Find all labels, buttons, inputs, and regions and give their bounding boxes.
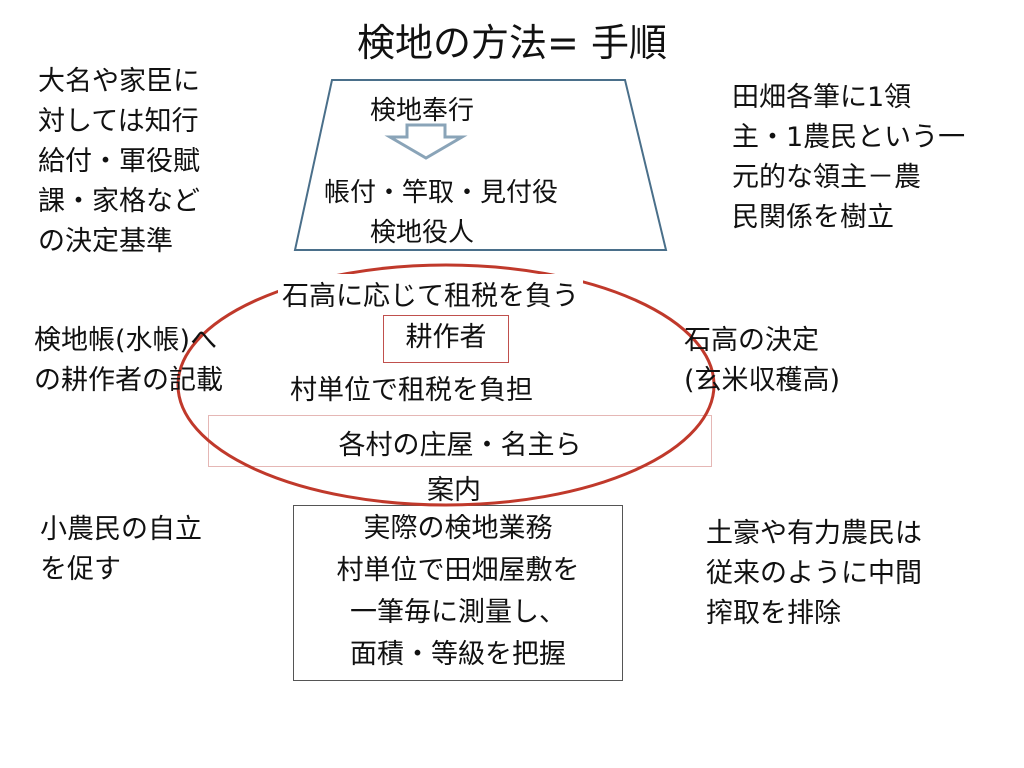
- right-mid-line: 石高の決定: [684, 325, 819, 356]
- farmer-box: 耕作者: [383, 315, 509, 363]
- magistrate-label: 検地奉行: [370, 96, 475, 126]
- farmer-ellipse: [176, 263, 716, 507]
- left-top-line: 対しては知行: [38, 106, 199, 137]
- left-bottom-line: 小農民の自立: [40, 514, 202, 545]
- right-mid-note: 石高の決定 (玄米収穫高): [684, 321, 840, 401]
- right-top-line: 元的な領主－農: [732, 162, 921, 193]
- actual-work-line: 面積・等級を把握: [350, 639, 566, 670]
- village-tax-text: 村単位で租税を負担: [290, 375, 533, 406]
- left-bottom-line: を促す: [40, 554, 121, 585]
- left-top-note: 大名や家臣に 対しては知行 給付・軍役賦 課・家格など の決定基準: [38, 62, 200, 262]
- ellipse-top-text: 石高に応じて租税を負う: [278, 274, 583, 313]
- right-mid-line: (玄米収穫高): [684, 365, 841, 396]
- left-mid-line: 検地帳(水帳)へ: [34, 325, 218, 356]
- guide-box: [408, 468, 500, 504]
- left-top-line: 課・家格など: [38, 186, 200, 217]
- right-bottom-line: 従来のように中間: [706, 558, 922, 589]
- actual-work-text: 実際の検地業務 村単位で田畑屋敷を 一筆毎に測量し、 面積・等級を把握: [293, 508, 623, 676]
- down-arrow-icon: [384, 123, 468, 160]
- page-title: 検地の方法= 手順: [357, 21, 667, 65]
- guide-label: 案内: [427, 475, 481, 506]
- right-top-line: 主・1農民という一: [732, 122, 966, 153]
- officials-trapezoid: [293, 79, 668, 251]
- actual-work-line: 村単位で田畑屋敷を: [336, 555, 580, 586]
- right-top-line: 田畑各筆に1領: [732, 82, 912, 113]
- left-mid-line: の耕作者の記載: [34, 365, 223, 396]
- left-mid-note: 検地帳(水帳)へ の耕作者の記載: [34, 321, 223, 401]
- right-top-line: 民関係を樹立: [732, 202, 894, 233]
- actual-work-line: 一筆毎に測量し、: [350, 597, 566, 628]
- left-top-line: 給付・軍役賦: [38, 146, 200, 177]
- right-top-note: 田畑各筆に1領 主・1農民という一 元的な領主－農 民関係を樹立: [732, 78, 965, 238]
- actual-work-line: 実際の検地業務: [363, 513, 553, 544]
- officials-sub-label: 検地役人: [370, 218, 475, 248]
- left-top-line: の決定基準: [38, 226, 173, 257]
- officials-label: 帳付・竿取・見付役: [324, 178, 559, 208]
- actual-work-box: [293, 505, 623, 681]
- left-bottom-note: 小農民の自立 を促す: [40, 510, 202, 590]
- right-bottom-line: 土豪や有力農民は: [706, 518, 922, 549]
- right-bottom-line: 搾取を排除: [706, 598, 841, 629]
- right-bottom-note: 土豪や有力農民は 従来のように中間 搾取を排除: [706, 514, 922, 634]
- village-heads-label: 各村の庄屋・名主ら: [338, 430, 582, 461]
- left-top-line: 大名や家臣に: [38, 66, 200, 97]
